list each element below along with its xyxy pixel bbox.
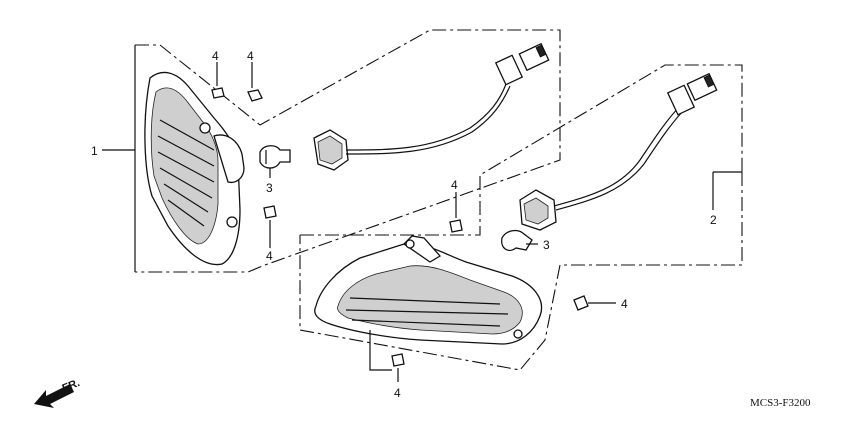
callout-4d: 4 (451, 178, 458, 192)
screw-4b (247, 62, 263, 102)
callout-2: 2 (710, 213, 717, 227)
headlight-unit (144, 71, 245, 266)
headlight-socket-harness (313, 42, 550, 171)
front-direction-arrow-icon: FR. (34, 377, 82, 408)
callout-4b: 4 (247, 49, 254, 63)
position-lamp-socket-harness (519, 72, 718, 231)
callout-4f: 4 (394, 386, 401, 400)
callout-1: 1 (91, 144, 98, 158)
callout-3a: 3 (266, 181, 273, 195)
callout-1-bracket (102, 45, 136, 272)
direction-label: FR. (61, 377, 82, 395)
callout-4e: 4 (621, 297, 628, 311)
headlight-lens-ribs (157, 119, 215, 227)
position-lamp-bulb (501, 229, 538, 252)
position-lamp-frame (299, 64, 743, 371)
screw-4c (263, 205, 277, 248)
headlight-assembly-frame (135, 29, 561, 273)
callout-2-bracket (712, 171, 742, 210)
position-lamp-lens-ribs (345, 297, 509, 327)
position-lamp-unit (314, 235, 543, 345)
screw-4d (449, 192, 463, 233)
callout-4c: 4 (266, 249, 273, 263)
callout-3b: 3 (543, 238, 550, 252)
screw-4f (369, 330, 405, 382)
callout-4a: 4 (212, 49, 219, 63)
diagram-code: MCS3-F3200 (750, 397, 811, 409)
screw-4e (573, 295, 616, 311)
screw-4a (211, 62, 225, 99)
headlight-bulb (259, 145, 291, 178)
